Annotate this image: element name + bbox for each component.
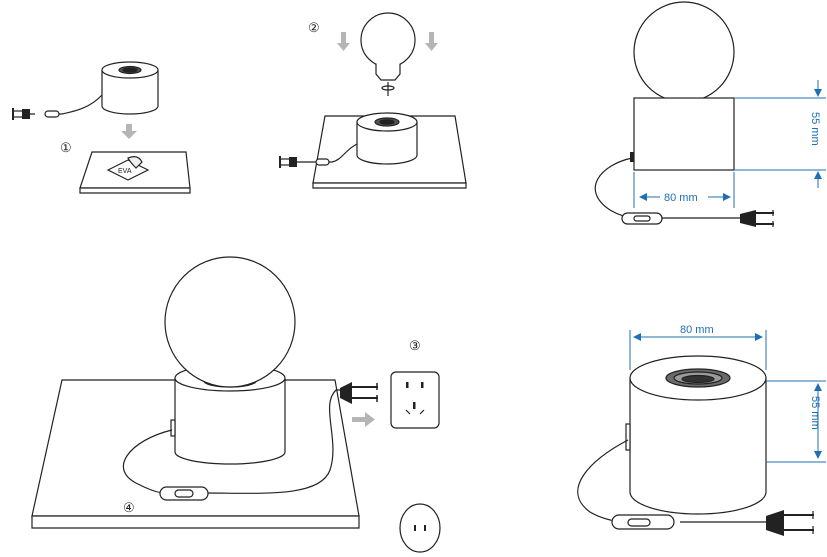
bulb-icon bbox=[361, 13, 415, 96]
eva-label: EVA bbox=[118, 168, 132, 175]
panel-step-1: EVA bbox=[13, 62, 190, 193]
step-4-number: ④ bbox=[123, 500, 135, 515]
lamp-base-5 bbox=[626, 356, 766, 514]
plug-icon-4 bbox=[340, 382, 378, 404]
bulb-assembled bbox=[165, 257, 295, 387]
step-1-number: ① bbox=[60, 140, 72, 155]
plug-icon-2 bbox=[280, 156, 297, 168]
base-height-label: 55 mm bbox=[809, 396, 821, 430]
panel-step-2 bbox=[280, 13, 466, 188]
bulb-side bbox=[634, 2, 734, 102]
round-socket-icon bbox=[400, 504, 440, 552]
plug-icon-5 bbox=[766, 510, 814, 536]
lamp-base-2 bbox=[357, 113, 417, 164]
step-3-number: ③ bbox=[409, 338, 421, 353]
down-arrow-right-icon bbox=[425, 32, 438, 51]
plug-icon-3 bbox=[740, 210, 774, 227]
panel-step-4 bbox=[32, 257, 440, 552]
wall-socket-icon bbox=[391, 372, 439, 428]
base-width-label: 80 mm bbox=[680, 324, 714, 336]
side-height-label: 55 mm bbox=[809, 112, 821, 146]
plug-icon bbox=[13, 108, 30, 120]
down-arrow-left-icon bbox=[337, 32, 350, 51]
side-width-label: 80 mm bbox=[664, 192, 698, 204]
lamp-base-side bbox=[630, 98, 734, 170]
panel-base-dimensions bbox=[578, 356, 814, 536]
down-arrow-icon bbox=[121, 124, 137, 139]
step-2-number: ② bbox=[308, 20, 320, 35]
lamp-base-1 bbox=[102, 62, 158, 114]
right-arrow-icon bbox=[352, 412, 375, 427]
